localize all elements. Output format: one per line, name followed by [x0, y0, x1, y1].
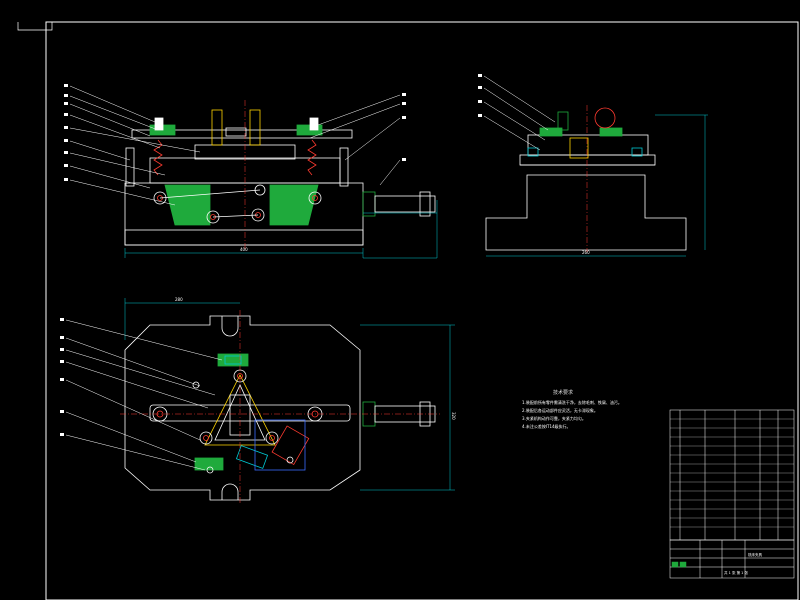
tech-req-line-1: 1.装配前所有零件需清洗干净，去除毛刺、铁屑、油污。 [522, 399, 622, 405]
technical-requirements: 技术要求 1.装配前所有零件需清洗干净，去除毛刺、铁屑、油污。 2.装配后各运动… [522, 389, 622, 429]
top-view-dimension-width: 280 [175, 297, 183, 302]
title-block [669, 539, 795, 579]
tech-req-line-4: 4.未注公差按IT14级执行。 [522, 423, 571, 429]
front-view [124, 100, 438, 259]
tech-req-heading: 技术要求 [553, 389, 573, 396]
side-view-leaders [483, 75, 556, 151]
title-block-sheet: 共 1 张 第 1 张 [724, 570, 749, 575]
parts-list [669, 409, 795, 541]
top-view [120, 298, 455, 505]
side-view-dimension: 260 [582, 250, 590, 255]
tech-req-line-3: 3.夹紧机构动作可靠，夹紧力均匀。 [522, 415, 586, 421]
side-view-balloons [478, 74, 482, 117]
top-view-balloons [60, 318, 64, 436]
top-view-dimension-height: 320 [451, 412, 456, 420]
front-view-balloons [64, 84, 406, 181]
side-view [485, 105, 708, 257]
tech-req-line-2: 2.装配后各运动部件应灵活，无卡滞现象。 [522, 407, 598, 413]
front-view-leaders [69, 85, 401, 206]
drawing-frame [17, 21, 799, 600]
top-view-leaders [65, 319, 223, 471]
front-view-dimension: 400 [240, 247, 248, 252]
title-block-part-name: 铣床夹具 [748, 552, 762, 557]
